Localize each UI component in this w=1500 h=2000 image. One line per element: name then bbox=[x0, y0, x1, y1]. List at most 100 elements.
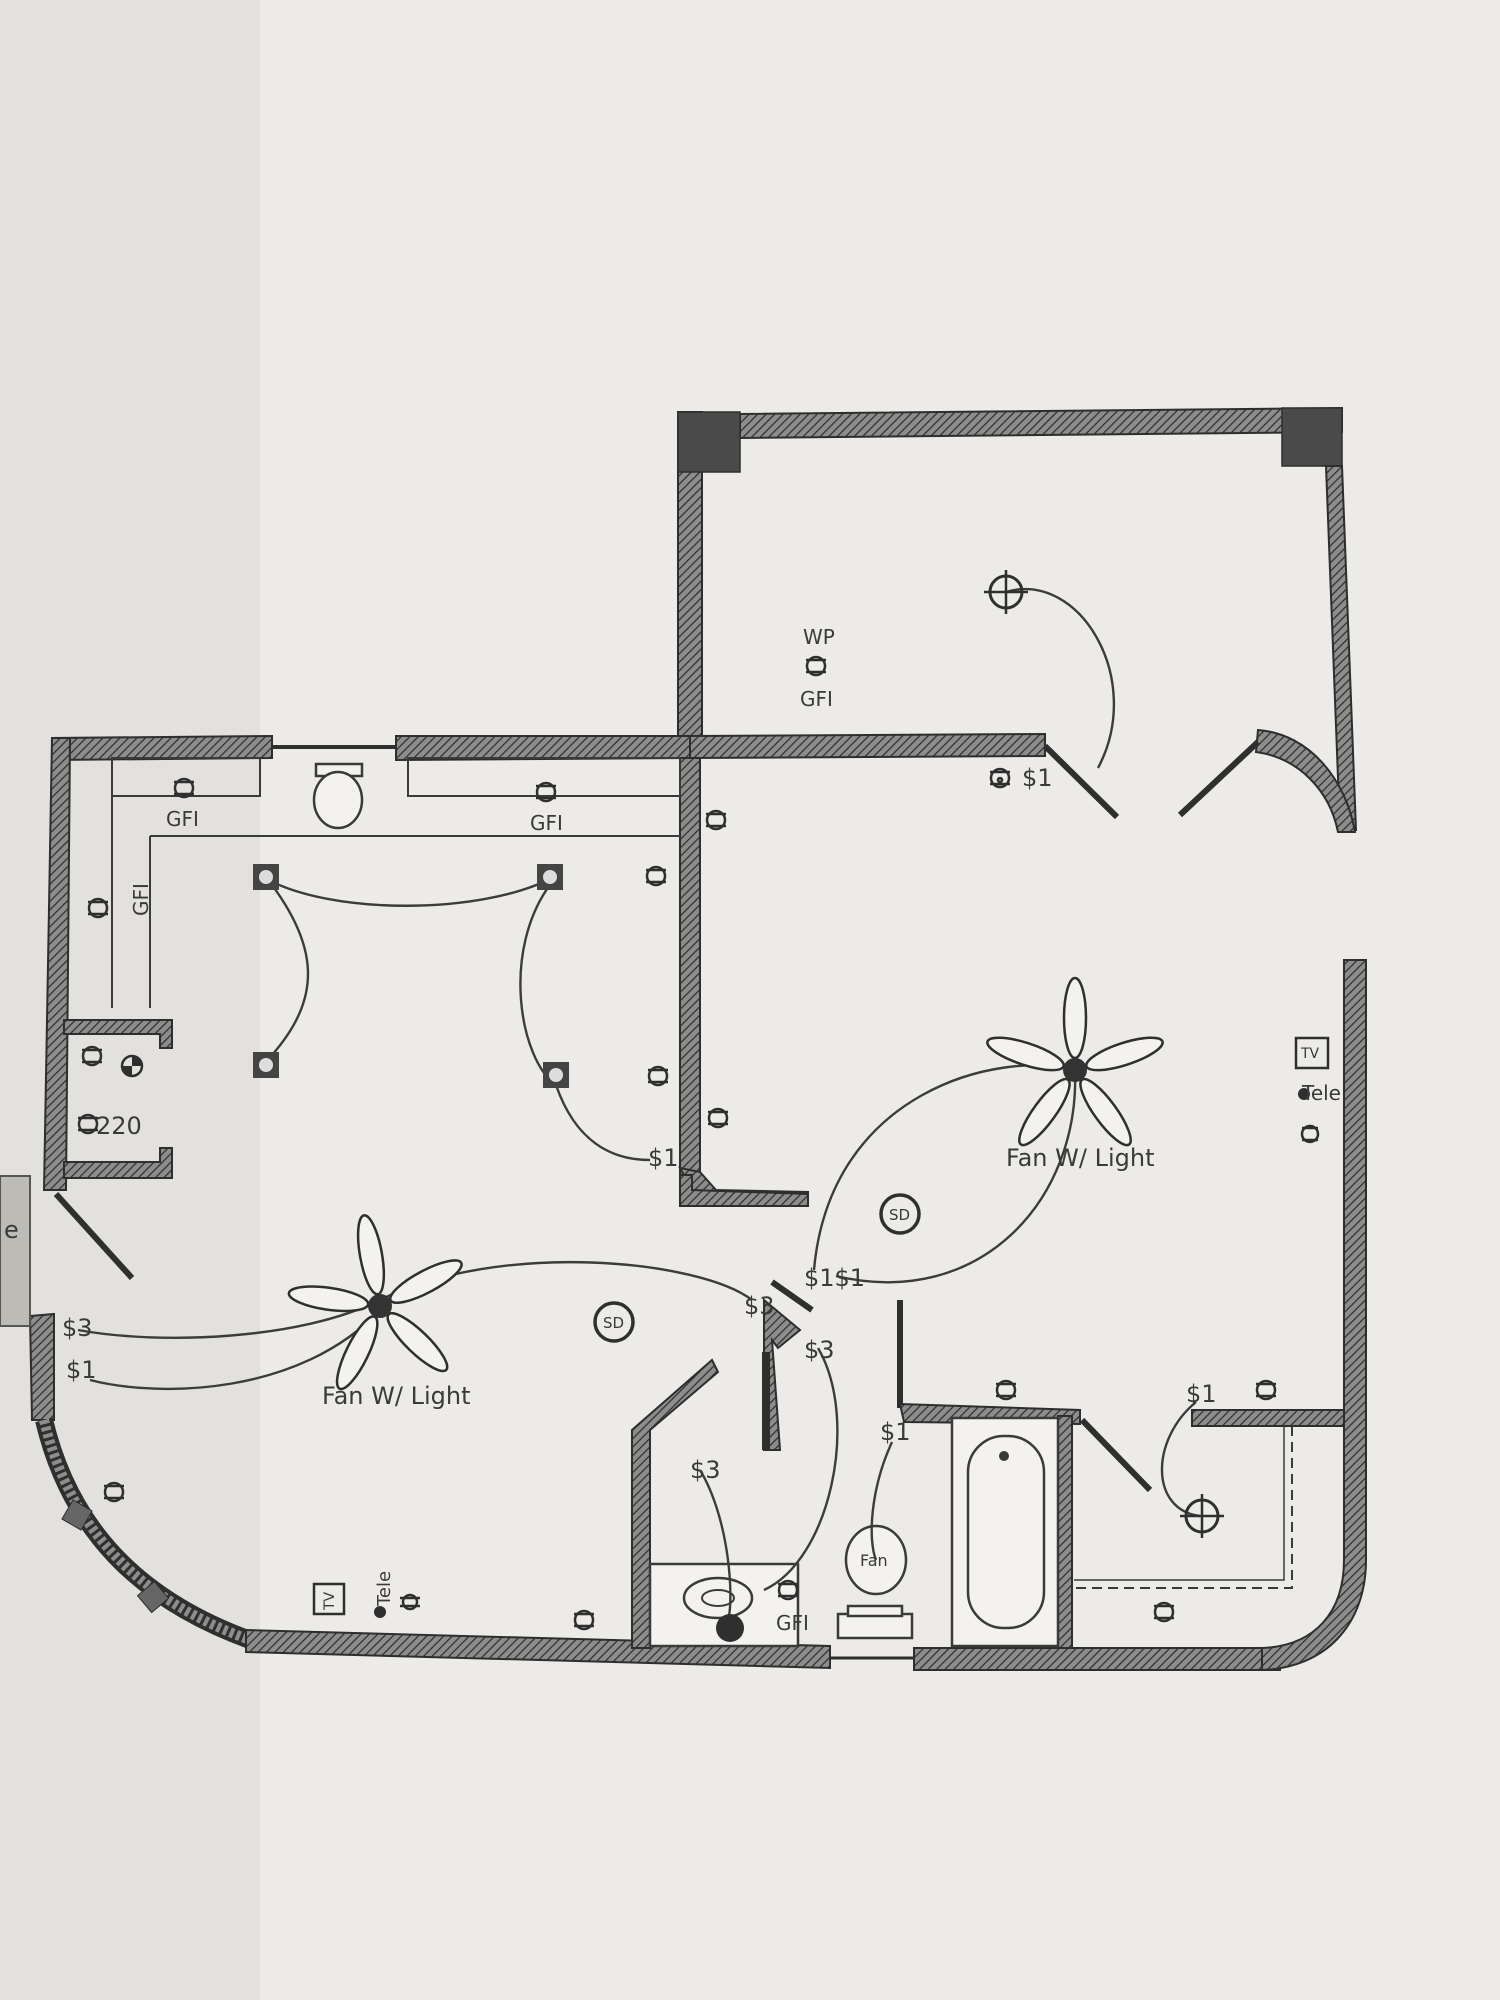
wall-upper-top bbox=[739, 406, 1343, 440]
label-gfi-sink: GFI bbox=[776, 1611, 809, 1635]
wall-left-exterior bbox=[42, 737, 72, 1191]
wall-bath-left-angle bbox=[631, 1358, 720, 1649]
walls bbox=[0, 406, 1367, 1672]
label-gfi-counter-side: GFI bbox=[129, 883, 153, 916]
wire-kitchen-left bbox=[271, 884, 310, 1056]
junction-box-alcove bbox=[120, 1054, 144, 1078]
outlet-wp-gfi bbox=[805, 655, 827, 677]
label-tele-upper: Tele bbox=[1301, 1081, 1341, 1105]
wire-closet-light bbox=[1160, 1401, 1201, 1518]
wall-bottom-right bbox=[913, 1647, 1281, 1671]
switch-3way-bath-door: $3 bbox=[804, 1336, 835, 1364]
wall-bath-divider bbox=[1057, 1415, 1073, 1649]
outlet-upper-switch bbox=[996, 776, 1004, 784]
wire-bath-fan bbox=[870, 1441, 894, 1561]
outlet-upper-room bbox=[989, 767, 1011, 789]
smoke-detector-left bbox=[593, 1301, 635, 1343]
wall-t-cap bbox=[770, 1279, 814, 1313]
switch-3way-entry: $3 bbox=[62, 1314, 93, 1342]
wire-upper-light bbox=[1005, 588, 1116, 769]
switch-bath: $1 bbox=[880, 1418, 911, 1446]
label-edge-fragment: e bbox=[4, 1216, 19, 1244]
wall-lower-left-stub bbox=[28, 1312, 55, 1421]
wall-lower-corner bbox=[679, 1174, 809, 1207]
outlet-sink-gfi bbox=[777, 1579, 799, 1601]
recessed-light-4 bbox=[543, 1062, 569, 1088]
labels: WP GFI GFI GFI GFI GFI 220 Fan W/ Light … bbox=[4, 625, 1341, 1635]
wall-left-top-b bbox=[395, 735, 691, 762]
bathtub bbox=[950, 1416, 1060, 1648]
wire-bath-3way bbox=[763, 1347, 839, 1592]
wall-corner-top-right bbox=[1281, 407, 1343, 467]
closet-shelf bbox=[1074, 1426, 1285, 1581]
paper-shadow bbox=[0, 0, 260, 2000]
outlet-kitchen-mid bbox=[645, 865, 667, 887]
wire-sink-light bbox=[698, 1469, 732, 1621]
outlet-bath-tub bbox=[995, 1379, 1017, 1401]
wire-fan-left-3way bbox=[77, 1298, 381, 1339]
vanity-light bbox=[716, 1614, 744, 1642]
ceiling-light-closet bbox=[1180, 1494, 1224, 1538]
tele-jack-upper bbox=[1298, 1088, 1310, 1100]
tele-jack-lower bbox=[374, 1606, 386, 1618]
outlet-kitchen-left-gfi bbox=[87, 897, 109, 919]
toilet-upper bbox=[312, 762, 364, 830]
door-leaf-right bbox=[1177, 739, 1261, 818]
wall-upper-divider bbox=[689, 732, 1046, 760]
symbols bbox=[77, 570, 1330, 1642]
outlet-living-left bbox=[103, 1481, 125, 1503]
switch-double-hall: $1$1 bbox=[804, 1264, 865, 1292]
label-220: 220 bbox=[96, 1112, 142, 1140]
ceiling-light-upper bbox=[984, 570, 1028, 614]
wall-right-exterior bbox=[1261, 959, 1367, 1672]
label-bath-fan: Fan bbox=[860, 1551, 888, 1570]
label-wp: WP bbox=[803, 625, 835, 649]
label-tv-lower: TV bbox=[322, 1591, 338, 1611]
tv-box-lower bbox=[312, 1582, 346, 1616]
tv-box-upper bbox=[1294, 1036, 1330, 1070]
wire-fan-left-single bbox=[89, 1309, 381, 1391]
wire-kitchen-top bbox=[264, 876, 553, 907]
label-sd-right: SD bbox=[889, 1206, 910, 1224]
recessed-light-2 bbox=[537, 864, 563, 890]
outlet-living-right bbox=[1300, 1124, 1320, 1144]
label-tele-lower: Tele bbox=[374, 1571, 395, 1607]
switch-3way-hall: $3 bbox=[744, 1292, 775, 1320]
wall-corner-top-left bbox=[677, 411, 741, 473]
outlet-kitchen-top-right bbox=[535, 781, 557, 803]
switch-upper: $1 bbox=[1022, 764, 1053, 792]
outlet-alcove-220 bbox=[77, 1113, 99, 1135]
closet-rod bbox=[1074, 1426, 1293, 1589]
wall-left-top-a bbox=[51, 734, 273, 762]
ceiling-fan-left bbox=[287, 1214, 463, 1391]
switch-kitchen: $1 bbox=[648, 1144, 679, 1172]
label-gfi-counter-right: GFI bbox=[530, 811, 563, 835]
switch-closet: $1 bbox=[1186, 1380, 1217, 1408]
wire-kitchen-switch bbox=[554, 1084, 651, 1162]
outlet-closet bbox=[1255, 1379, 1277, 1401]
recessed-light-3 bbox=[253, 1052, 279, 1078]
wall-alcove-top bbox=[63, 1019, 173, 1049]
fixtures bbox=[312, 762, 1060, 1648]
door-leaf-upper bbox=[1042, 743, 1120, 820]
door-leaf-bath bbox=[1079, 1417, 1153, 1493]
smoke-detector-right bbox=[879, 1193, 921, 1235]
label-gfi-counter-left: GFI bbox=[166, 807, 199, 831]
outlet-living-bottom bbox=[573, 1609, 595, 1631]
ceiling-fan-right bbox=[986, 976, 1164, 1147]
outlet-tv-lower bbox=[400, 1593, 420, 1611]
wall-lower-left-curve-hatch bbox=[39, 1418, 252, 1645]
outlet-closet-bottom bbox=[1153, 1601, 1175, 1623]
switch-3way-sink: $3 bbox=[690, 1456, 721, 1484]
switch-single-entry: $1 bbox=[66, 1356, 97, 1384]
counter-top-right bbox=[407, 757, 681, 797]
outlet-kitchen-lower bbox=[647, 1065, 669, 1087]
wall-closet-top bbox=[1191, 1409, 1345, 1427]
outlet-hall bbox=[707, 1107, 729, 1129]
wall-right-door-curve bbox=[1254, 728, 1357, 833]
recessed-light-1 bbox=[253, 864, 279, 890]
wire-fan-right-b bbox=[835, 1069, 1077, 1284]
label-fan-light-right: Fan W/ Light bbox=[1006, 1144, 1155, 1172]
outlet-wall-upper bbox=[705, 809, 727, 831]
